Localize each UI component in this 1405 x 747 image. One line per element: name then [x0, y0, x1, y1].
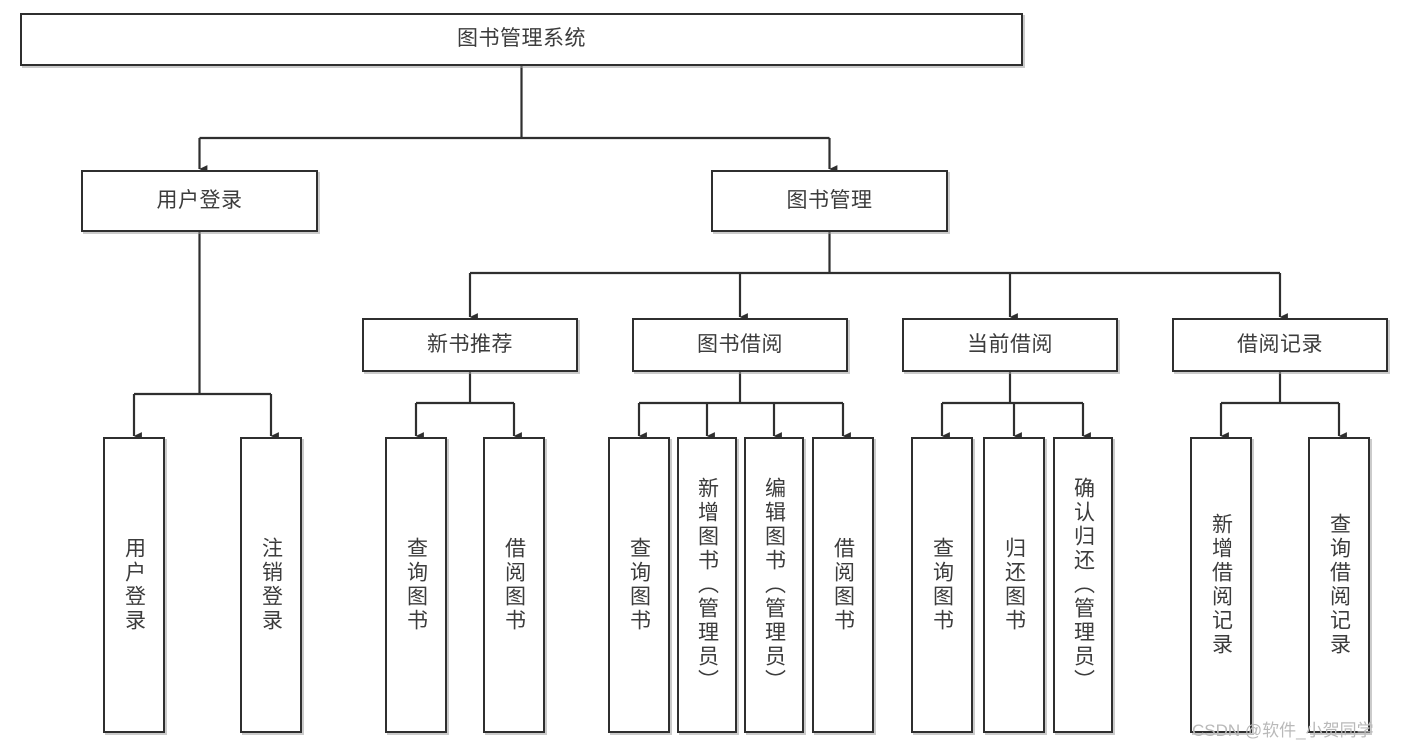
- node-l13[interactable]: 查询借阅记录: [1308, 437, 1370, 733]
- node-l12[interactable]: 新增借阅记录: [1190, 437, 1252, 733]
- node-l4[interactable]: 借阅图书: [483, 437, 545, 733]
- node-label: 用户登录: [122, 537, 146, 633]
- node-label: 归还图书: [1002, 537, 1026, 633]
- node-label: 编辑图书（管理员）: [762, 477, 786, 693]
- node-label: 新增图书（管理员）: [695, 477, 719, 693]
- node-label: 查询图书: [930, 537, 954, 633]
- node-l2[interactable]: 注销登录: [240, 437, 302, 733]
- node-records[interactable]: 借阅记录: [1172, 318, 1388, 372]
- node-label: 用户登录: [156, 188, 243, 212]
- node-root[interactable]: 图书管理系统: [20, 13, 1023, 66]
- node-label: 新书推荐: [427, 332, 513, 356]
- node-label: 当前借阅: [967, 332, 1053, 356]
- node-l3[interactable]: 查询图书: [385, 437, 447, 733]
- node-label: 借阅记录: [1237, 332, 1323, 356]
- node-newrec[interactable]: 新书推荐: [362, 318, 578, 372]
- node-l5[interactable]: 查询图书: [608, 437, 670, 733]
- node-label: 图书管理系统: [457, 27, 586, 51]
- node-label: 注销登录: [259, 537, 283, 633]
- node-borrow[interactable]: 图书借阅: [632, 318, 848, 372]
- node-label: 查询图书: [404, 537, 428, 633]
- node-label: 借阅图书: [831, 537, 855, 633]
- node-bookmgmt[interactable]: 图书管理: [711, 170, 948, 232]
- node-label: 图书借阅: [697, 332, 783, 356]
- node-label: 查询图书: [627, 537, 651, 633]
- node-label: 确认归还（管理员）: [1071, 477, 1095, 693]
- node-current[interactable]: 当前借阅: [902, 318, 1118, 372]
- node-label: 查询借阅记录: [1327, 513, 1351, 657]
- node-label: 图书管理: [786, 188, 873, 212]
- node-l11[interactable]: 确认归还（管理员）: [1053, 437, 1113, 733]
- node-l9[interactable]: 查询图书: [911, 437, 973, 733]
- node-l10[interactable]: 归还图书: [983, 437, 1045, 733]
- node-login[interactable]: 用户登录: [81, 170, 318, 232]
- watermark: CSDN @软件_小贺同学: [1192, 721, 1374, 740]
- node-label: 借阅图书: [502, 537, 526, 633]
- node-l7[interactable]: 编辑图书（管理员）: [744, 437, 804, 733]
- node-l6[interactable]: 新增图书（管理员）: [677, 437, 737, 733]
- node-l8[interactable]: 借阅图书: [812, 437, 874, 733]
- node-label: 新增借阅记录: [1209, 513, 1233, 657]
- node-l1[interactable]: 用户登录: [103, 437, 165, 733]
